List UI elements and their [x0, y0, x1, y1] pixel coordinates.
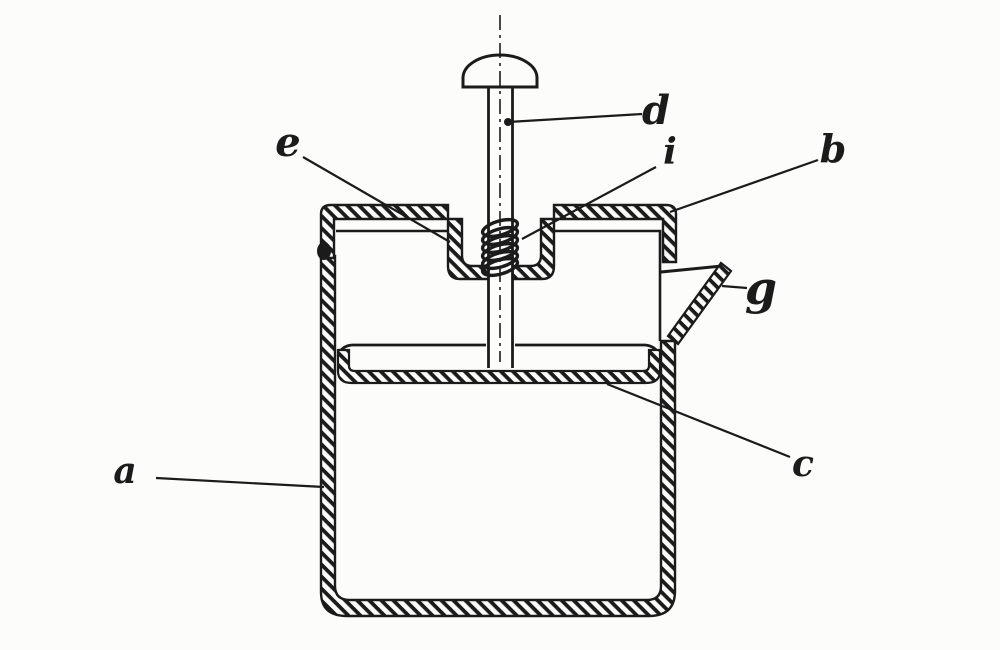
partition-bottom — [336, 343, 662, 385]
coil-spring — [480, 217, 520, 278]
leader-b — [669, 158, 819, 214]
leader-d-dot — [504, 118, 512, 126]
leader-a — [155, 476, 325, 489]
lid-lip — [317, 242, 331, 260]
leader-e — [302, 156, 451, 243]
label-b: b — [819, 126, 847, 171]
leader-i — [521, 166, 657, 240]
label-c: c — [792, 443, 814, 485]
label-g: g — [744, 261, 778, 315]
label-e: e — [275, 119, 301, 166]
spout — [660, 261, 733, 346]
label-i: i — [663, 131, 677, 173]
label-a: a — [113, 450, 137, 492]
leader-c — [606, 382, 791, 459]
leader-g — [721, 284, 748, 290]
leader-lines — [155, 112, 819, 489]
label-d: d — [642, 87, 670, 134]
leader-d — [507, 112, 643, 124]
